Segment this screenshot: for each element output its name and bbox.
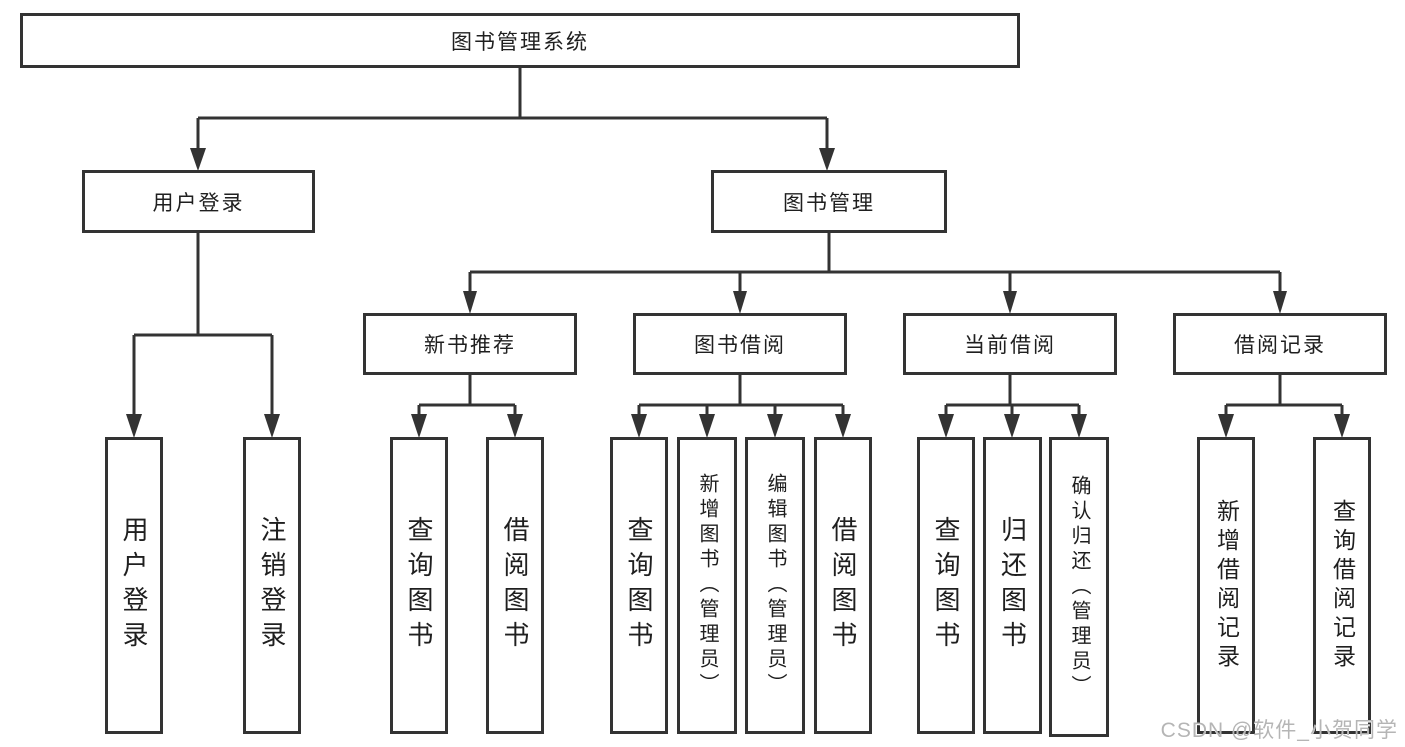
arrowhead-icon: [1273, 291, 1287, 314]
node-book-management-label: 图书管理: [783, 191, 875, 215]
leaf-query-books-newrec: 查询图书: [390, 437, 448, 734]
node-book-borrowing: 图书借阅: [633, 313, 847, 375]
arrowhead-icon: [819, 148, 835, 171]
leaf-query-books-borrowing: 查询图书: [610, 437, 668, 734]
node-root-label: 图书管理系统: [451, 30, 589, 54]
arrowhead-icon: [126, 414, 142, 438]
leaf-borrow-books-newrec: 借阅图书: [486, 437, 544, 734]
leaf-logout-login-label: 注销登录: [257, 515, 287, 656]
leaf-return-books-label: 归还图书: [997, 515, 1028, 656]
arrowhead-icon: [1003, 291, 1017, 314]
node-book-borrowing-label: 图书借阅: [694, 334, 786, 357]
node-borrowing-records: 借阅记录: [1173, 313, 1387, 375]
leaf-borrow-books-newrec-label: 借阅图书: [500, 515, 530, 656]
leaf-add-book-admin-label: 新增图书（管理员）: [696, 473, 718, 698]
arrowhead-icon: [411, 414, 427, 438]
arrowhead-icon: [631, 414, 647, 438]
leaf-query-books-borrowing-label: 查询图书: [624, 515, 654, 656]
leaf-borrow-books-borrowing-label: 借阅图书: [828, 515, 858, 656]
node-user-login-label: 用户登录: [152, 191, 245, 215]
connector-user-login-split: [132, 233, 274, 416]
leaf-return-books: 归还图书: [983, 437, 1042, 734]
connector-book-management-split: [468, 233, 1282, 293]
leaf-user-login: 用户登录: [105, 437, 163, 734]
arrowhead-icon: [835, 414, 851, 438]
connector-current-borrowing-split: [944, 375, 1081, 416]
arrowhead-icon: [1004, 414, 1020, 438]
node-new-book-recommend: 新书推荐: [363, 313, 577, 375]
leaf-add-book-admin: 新增图书（管理员）: [677, 437, 737, 734]
arrowhead-icon: [507, 414, 523, 438]
arrowhead-icon: [699, 414, 715, 438]
leaf-edit-book-admin-label: 编辑图书（管理员）: [764, 473, 786, 698]
leaf-query-books-current: 查询图书: [917, 437, 975, 734]
leaf-logout-login: 注销登录: [243, 437, 301, 734]
leaf-query-books-current-label: 查询图书: [931, 515, 961, 656]
connector-root-split: [196, 68, 829, 150]
arrowhead-icon: [1071, 414, 1087, 438]
watermark: CSDN @软件_小贺同学: [1160, 719, 1398, 742]
node-borrowing-records-label: 借阅记录: [1234, 334, 1326, 357]
node-root: 图书管理系统: [20, 13, 1020, 68]
leaf-query-borrow-record: 查询借阅记录: [1313, 437, 1371, 734]
arrowhead-icon: [1334, 414, 1350, 438]
leaf-edit-book-admin: 编辑图书（管理员）: [745, 437, 805, 734]
node-user-login: 用户登录: [82, 170, 315, 233]
arrowhead-icon: [767, 414, 783, 438]
arrowhead-icon: [463, 291, 477, 314]
leaf-add-borrow-record: 新增借阅记录: [1197, 437, 1255, 734]
leaf-confirm-return-admin: 确认归还（管理员）: [1049, 437, 1109, 737]
connector-book-borrowing-split: [637, 375, 845, 416]
leaf-query-books-newrec-label: 查询图书: [404, 515, 434, 656]
leaf-add-borrow-record-label: 新增借阅记录: [1213, 498, 1240, 673]
arrowhead-icon: [733, 291, 747, 314]
arrowhead-icon: [938, 414, 954, 438]
arrowhead-icon: [1218, 414, 1234, 438]
connector-new-book-recommend-split: [417, 375, 517, 416]
arrowhead-icon: [190, 148, 206, 171]
leaf-confirm-return-admin-label: 确认归还（管理员）: [1068, 474, 1090, 700]
leaf-query-borrow-record-label: 查询借阅记录: [1329, 498, 1356, 673]
node-new-book-recommend-label: 新书推荐: [424, 334, 516, 357]
connector-borrowing-records-split: [1224, 375, 1344, 416]
node-current-borrowing: 当前借阅: [903, 313, 1117, 375]
leaf-user-login-label: 用户登录: [119, 515, 149, 656]
node-book-management: 图书管理: [711, 170, 947, 233]
leaf-borrow-books-borrowing: 借阅图书: [814, 437, 872, 734]
arrowhead-icon: [264, 414, 280, 438]
node-current-borrowing-label: 当前借阅: [964, 334, 1056, 357]
